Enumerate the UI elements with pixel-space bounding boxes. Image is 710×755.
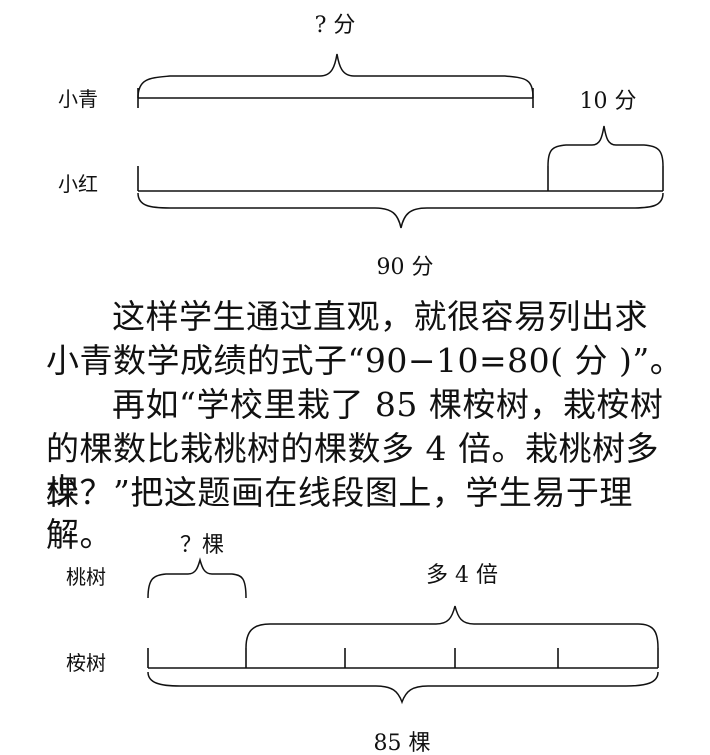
diff-label: 10 分 bbox=[580, 89, 637, 114]
paragraph-1-line-1: 这样学生通过直观，就很容易列出求 bbox=[112, 297, 648, 336]
total-label-trees: 85 棵 bbox=[374, 731, 431, 755]
top-unknown-label-trees: ？棵 bbox=[180, 533, 224, 558]
line-segment-diagram-trees: ？棵 桃树 多 4 倍 桉树 85 棵 bbox=[66, 533, 659, 755]
total-label: 90 分 bbox=[377, 255, 434, 280]
paragraph-1-line-2: 小青数学成绩的式子“90−10=80( 分 )”。 bbox=[46, 341, 684, 380]
top-unknown-label: ? 分 bbox=[315, 13, 356, 38]
taoshu-brace bbox=[147, 557, 247, 599]
multiple-label: 多 4 倍 bbox=[426, 563, 498, 588]
paragraph-2-line-3: 棵？”把这题画在线段图上，学生易于理解。 bbox=[46, 473, 633, 554]
bottom-brace bbox=[137, 192, 664, 229]
label-xiaoqing: 小青 bbox=[58, 87, 98, 111]
multiple-brace bbox=[245, 605, 659, 649]
paragraph-2-line-1: 再如“学校里栽了 85 棵桉树，栽桉树 bbox=[112, 385, 664, 424]
diff-brace bbox=[547, 125, 664, 167]
label-anshu: 桉树 bbox=[66, 651, 106, 675]
top-brace bbox=[137, 53, 534, 99]
label-xiaohong: 小红 bbox=[58, 172, 98, 196]
label-taoshu: 桃树 bbox=[66, 565, 106, 589]
paragraph-2-line-2: 的棵数比栽桃树的棵数多 4 倍。栽桃树多少 bbox=[46, 429, 659, 510]
line-segment-diagram-scores: ? 分 小青 10 分 小红 90 分 bbox=[58, 13, 664, 280]
anshu-total-brace bbox=[147, 671, 659, 705]
